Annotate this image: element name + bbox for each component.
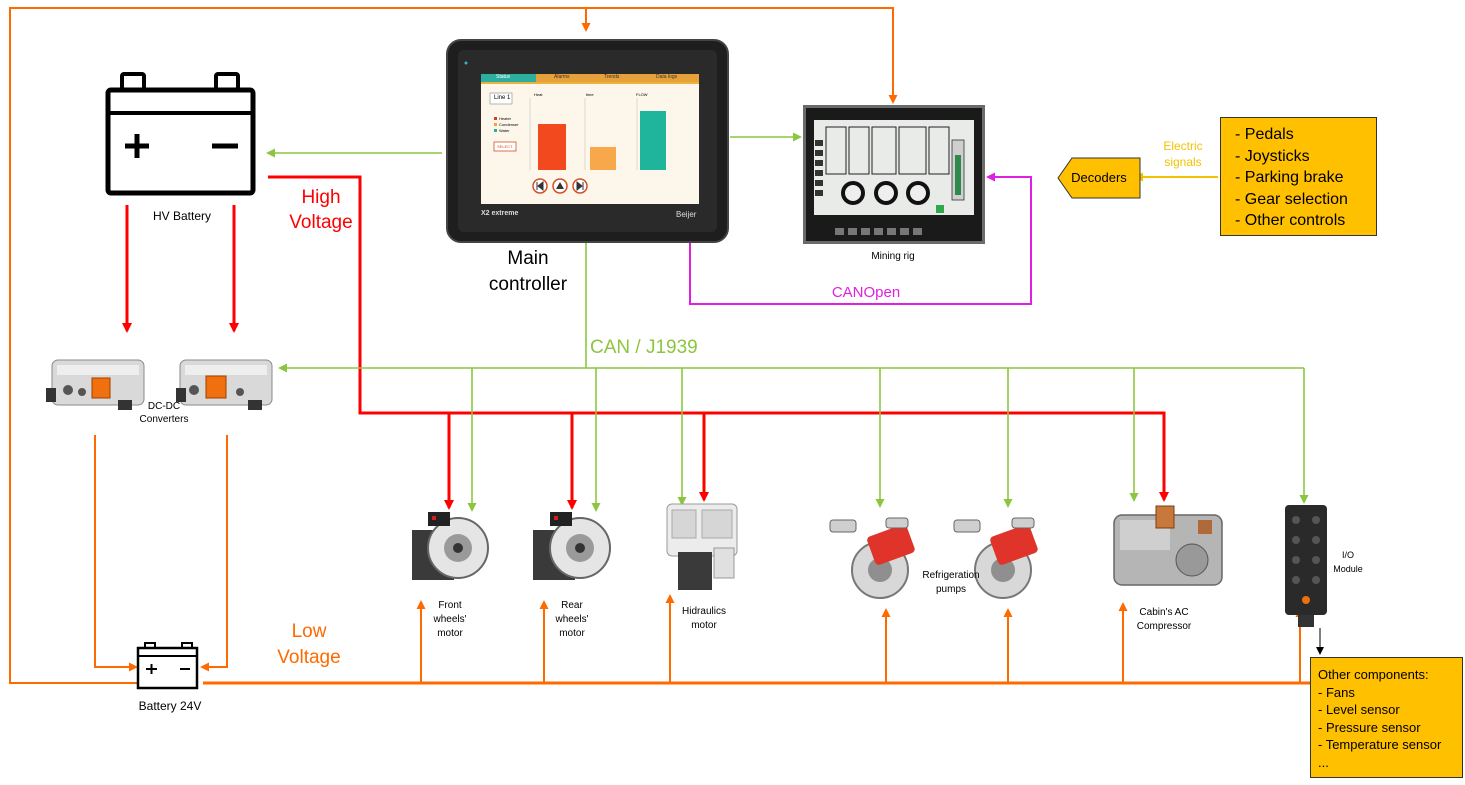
ac-compressor-label: Cabin's AC Compressor [1136, 607, 1192, 632]
high-voltage-label: High Voltage [289, 187, 353, 233]
other-item-ellipsis: ... [1318, 754, 1329, 770]
rear-motor-image [533, 512, 611, 580]
hmi-line-label: Line 1 [494, 95, 511, 101]
canopen-label: CANOpen [831, 284, 901, 301]
electric-signals-label: Electric signals [1163, 139, 1203, 169]
battery-24v-icon [136, 642, 199, 690]
refrigeration-pumps-label: Refrigeration pumps [922, 570, 980, 595]
hmi-legend-water: Water [499, 128, 510, 133]
hmi-bar-label-heat: Heat [534, 92, 543, 97]
mining-rig-label: Mining rig [871, 251, 915, 262]
control-item-parking-brake: - Parking brake [1235, 169, 1344, 186]
hmi-brand: X2 extreme [481, 210, 519, 217]
hydraulics-motor-image [666, 503, 738, 590]
hv-battery-icon [105, 72, 256, 196]
hmi-tab-alarms: Alarms [554, 74, 570, 80]
can-j1939-label: CAN / J1939 [590, 337, 698, 358]
canopen-wiring [689, 172, 1032, 305]
hmi-tab-data-logs: Data logs [656, 74, 678, 80]
hmi-legend-heater: Heater [499, 116, 512, 121]
ac-compressor-image [1113, 505, 1223, 586]
control-item-gear-selection: - Gear selection [1235, 190, 1348, 208]
hmi-tab-status: Status [496, 74, 511, 80]
decoders-shape [1057, 157, 1141, 199]
front-motor-label: Front wheels' motor [433, 600, 467, 639]
other-item-pressure-sensor: - Pressure sensor [1318, 719, 1421, 735]
main-controller-hmi [446, 39, 729, 243]
mining-rig-screen [803, 105, 985, 244]
hmi-tab-trends: Trends [604, 74, 620, 80]
rear-motor-label: Rear wheels' motor [555, 600, 589, 639]
decoders-label: Decoders [1071, 170, 1127, 185]
other-item-level-sensor: - Level sensor [1318, 702, 1400, 718]
refrigeration-pump-2 [953, 517, 1038, 599]
hmi-legend-condenser: Condenser [499, 122, 519, 127]
low-voltage-label: Low Voltage [277, 621, 341, 668]
other-components-heading: Other components: [1318, 667, 1429, 682]
can-bus-wiring [266, 132, 1309, 512]
control-item-pedals: - Pedals [1235, 126, 1294, 143]
hmi-maker: Beijer [676, 210, 697, 219]
front-motor-image [412, 512, 489, 580]
dcdc-converter-1 [46, 359, 145, 410]
io-module-label: I/O Module [1333, 550, 1363, 574]
other-item-fans: - Fans [1318, 684, 1355, 700]
high-voltage-wiring [122, 175, 1169, 510]
low-voltage-wiring [9, 7, 1310, 685]
other-item-temperature-sensor: - Temperature sensor [1318, 737, 1442, 753]
control-item-other-controls: - Other controls [1235, 212, 1346, 229]
hv-battery-label: HV Battery [152, 209, 212, 223]
refrigeration-pump-1 [829, 517, 915, 599]
io-module-image [1285, 505, 1327, 627]
main-controller-label: Main controller [488, 248, 568, 295]
decoders-node: Decoders [1058, 158, 1140, 198]
dcdc-converters-label: DC-DC Converters [139, 401, 189, 425]
other-components-box: Other components: - Fans - Level sensor … [1310, 657, 1463, 778]
battery-24v-label: Battery 24V [138, 699, 202, 713]
operator-controls-box: - Pedals - Joysticks - Parking brake - G… [1220, 117, 1377, 236]
control-item-joysticks: - Joysticks [1235, 147, 1310, 165]
hydraulics-motor-label: Hidraulics motor [682, 606, 726, 631]
hmi-bar-label-time: time [586, 92, 594, 97]
hmi-select-button: SELECT [497, 144, 513, 149]
hmi-bar-label-flow: FLOW [636, 92, 648, 97]
dcdc-converter-2 [176, 359, 273, 410]
